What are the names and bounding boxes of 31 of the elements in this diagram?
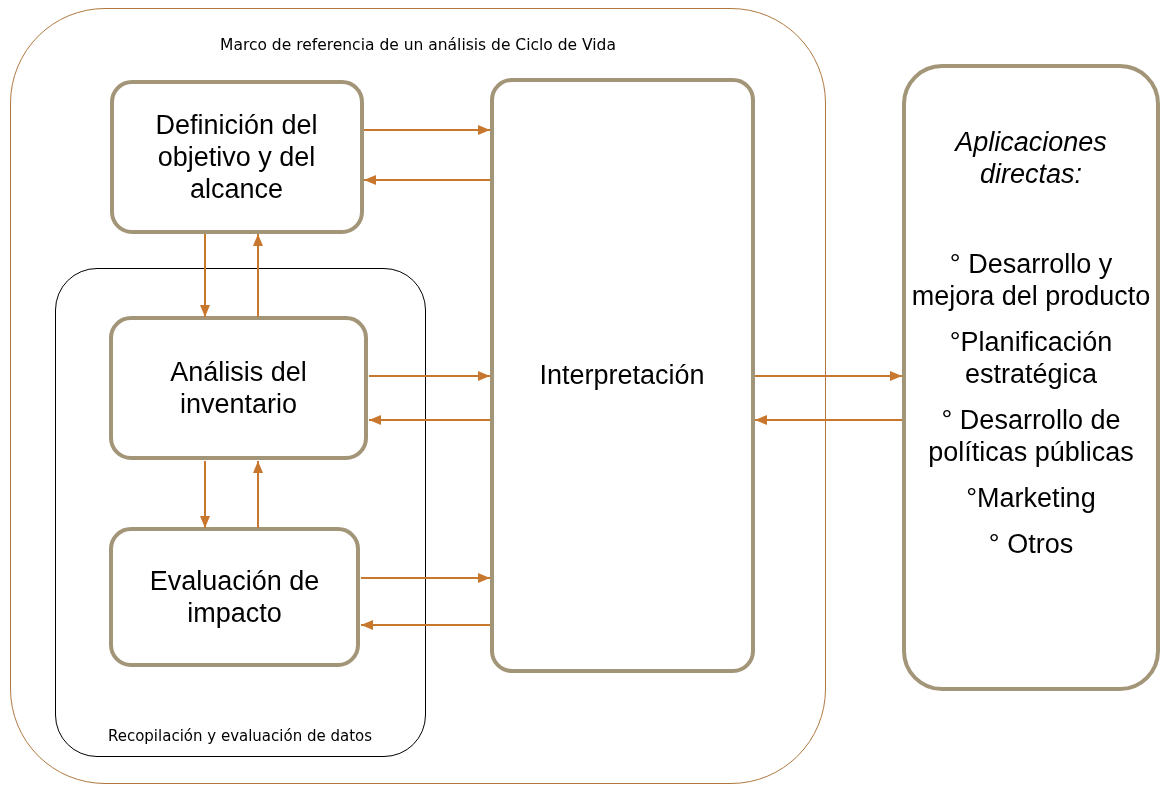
process-box bbox=[109, 316, 368, 460]
arrow bbox=[360, 573, 491, 583]
arrow bbox=[754, 371, 903, 381]
step-label: Evaluación de impacto bbox=[148, 565, 321, 629]
process-box bbox=[109, 79, 364, 234]
process-box bbox=[109, 527, 360, 667]
arrow bbox=[363, 125, 491, 135]
arrow bbox=[200, 460, 210, 529]
arrow bbox=[253, 233, 263, 318]
step-label: Definición del objetivo y del alcance bbox=[154, 108, 319, 205]
application-item: °Planificación estratégica bbox=[948, 326, 1114, 390]
arrow bbox=[754, 415, 903, 425]
application-item: °Marketing bbox=[965, 482, 1097, 514]
group-container bbox=[54, 267, 426, 757]
application-item: ° Desarrollo y mejora del producto bbox=[910, 248, 1152, 312]
application-item: ° Desarrollo de políticas públicas bbox=[927, 404, 1135, 468]
arrow bbox=[200, 233, 210, 318]
framework-title: Marco de referencia de un análisis de Ciclo de Vida bbox=[220, 36, 616, 54]
arrow bbox=[368, 371, 491, 381]
applications-box bbox=[902, 64, 1160, 691]
group-label: Recopilación y evaluación de datos bbox=[106, 725, 374, 747]
step-label: Análisis del inventario bbox=[169, 356, 308, 420]
step-label: Interpretación bbox=[538, 359, 706, 391]
applications-heading: Aplicaciones directas: bbox=[953, 126, 1108, 190]
arrow bbox=[253, 460, 263, 529]
arrow bbox=[363, 175, 491, 185]
arrow bbox=[368, 415, 491, 425]
arrow bbox=[360, 620, 491, 630]
application-item: ° Otros bbox=[987, 528, 1075, 560]
framework-container bbox=[10, 8, 826, 784]
process-box bbox=[489, 77, 755, 673]
